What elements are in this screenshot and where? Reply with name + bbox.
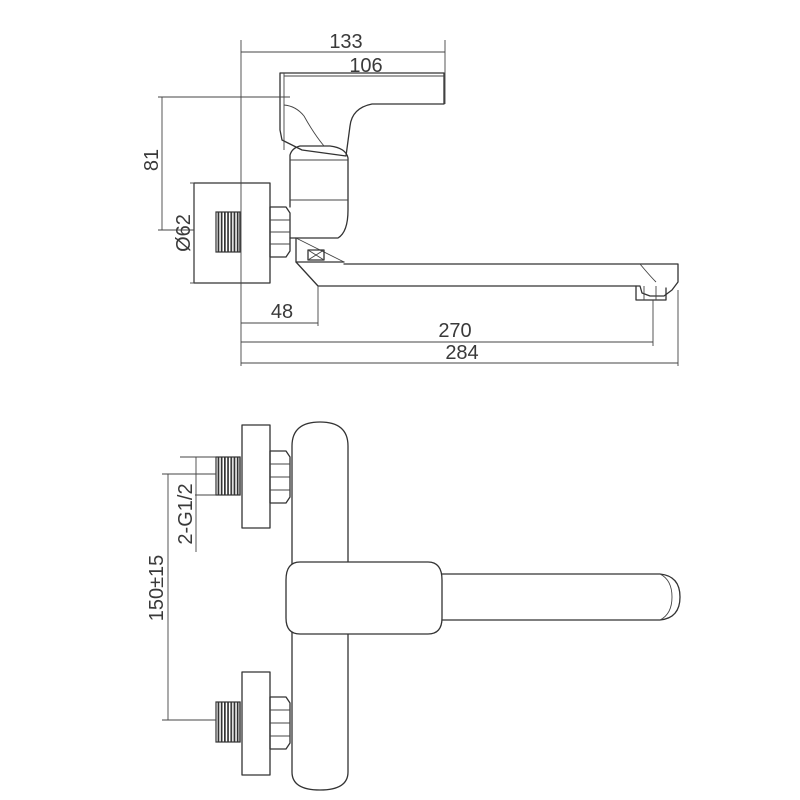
side-hex-nut xyxy=(269,206,291,258)
dim-133: 133 xyxy=(329,31,362,53)
side-aerator xyxy=(635,285,667,301)
front-view: 2-G1/2 150±15 xyxy=(146,421,681,791)
front-spout-collar xyxy=(285,561,443,635)
dim-62: Ø62 xyxy=(173,214,195,252)
front-upper-flange xyxy=(241,424,271,529)
dim-284: 284 xyxy=(445,342,478,364)
front-upper-hex-nut xyxy=(269,450,291,504)
side-set-screw xyxy=(307,249,325,261)
front-upper-thread xyxy=(215,456,241,496)
side-view: 133 106 81 Ø62 48 270 284 xyxy=(141,31,679,366)
side-spout xyxy=(295,261,679,297)
side-faucet-body xyxy=(289,145,349,239)
front-lower-thread xyxy=(215,701,241,743)
dim-106: 106 xyxy=(349,55,382,77)
dim-81: 81 xyxy=(141,149,163,171)
dim-150: 150±15 xyxy=(146,555,168,622)
side-thread xyxy=(215,211,241,253)
dim-270: 270 xyxy=(438,320,471,342)
front-lower-hex-nut xyxy=(269,696,291,750)
front-spout xyxy=(439,573,681,621)
side-lever-handle xyxy=(279,72,445,157)
front-faucet-body xyxy=(291,421,349,791)
dim-g12: 2-G1/2 xyxy=(175,483,197,544)
dim-48: 48 xyxy=(271,301,293,323)
front-lower-flange xyxy=(241,671,271,776)
